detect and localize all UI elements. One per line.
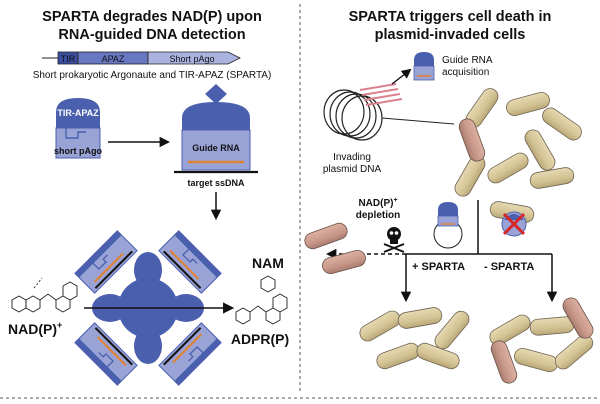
- sparta-cell-icon: [433, 202, 463, 249]
- plasmid-fragments: [359, 83, 403, 106]
- depletion-line2: depletion: [356, 210, 400, 221]
- adprp-label: ADPR(P): [231, 331, 289, 347]
- short-pago-label: short pAgo: [54, 146, 102, 156]
- minus-sparta-population: [486, 294, 597, 386]
- sparta-bound-protein: Guide RNA target ssDNA: [174, 84, 258, 188]
- tir-apaz-label: TIR-APAZ: [57, 108, 99, 118]
- guide-acquisition-line2: acquisition: [442, 67, 489, 78]
- sparta-apo-protein: TIR-APAZ short pAgo: [54, 98, 102, 159]
- left-title-line2: RNA-guided DNA detection: [58, 27, 245, 43]
- invading-line2: plasmid DNA: [323, 164, 382, 175]
- guide-acquisition-line1: Guide RNA: [442, 55, 493, 66]
- target-ssdna-label: target ssDNA: [187, 178, 245, 188]
- left-panel: SPARTA degrades NAD(P) upon RNA-guided D…: [8, 9, 289, 387]
- right-panel: SPARTA triggers cell death in plasmid-in…: [302, 9, 597, 386]
- branch-connectors: [325, 200, 558, 303]
- plus-sparta-population: [356, 305, 473, 372]
- domain-short-pago-label: Short pAgo: [169, 54, 214, 64]
- nadp-label: NAD(P)+: [8, 320, 62, 337]
- acquisition-arrow: [391, 68, 412, 85]
- plasmid-entry-line: [381, 117, 455, 125]
- plus-sparta-label: + SPARTA: [412, 261, 465, 273]
- domain-architecture: TIR APAZ Short pAgo: [42, 51, 241, 65]
- dead-cells: [302, 220, 368, 276]
- invading-line1: Invading: [333, 152, 371, 163]
- domain-tir-label: TIR: [61, 54, 76, 64]
- no-sparta-icon: [501, 211, 527, 237]
- nam-label: NAM: [252, 255, 284, 271]
- nadp-molecule: [11, 277, 78, 313]
- right-title-line1: SPARTA triggers cell death in: [349, 9, 552, 25]
- nam-molecule: [260, 275, 276, 293]
- right-title-line2: plasmid-invaded cells: [375, 27, 526, 43]
- guide-rna-label: Guide RNA: [192, 143, 240, 153]
- invaded-cell-cluster: [451, 84, 586, 225]
- skull-icon: [383, 227, 405, 253]
- guide-acquisition-icon: [413, 52, 435, 81]
- domain-apaz-label: APAZ: [102, 54, 125, 64]
- left-title-line1: SPARTA degrades NAD(P) upon: [42, 9, 262, 25]
- minus-sparta-label: - SPARTA: [484, 261, 534, 273]
- adprp-molecule: [235, 293, 288, 325]
- acronym-line: Short prokaryotic Argonaute and TIR-APAZ…: [33, 70, 272, 81]
- depletion-line1: NAD(P)+: [358, 197, 397, 209]
